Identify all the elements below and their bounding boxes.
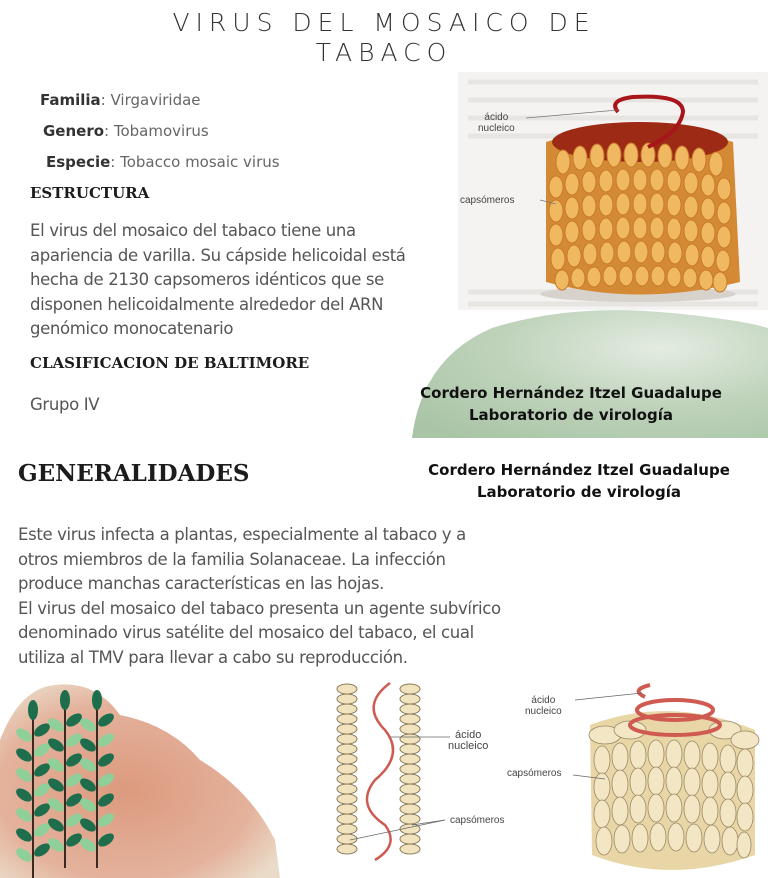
estructura-heading: ESTRUCTURA xyxy=(30,184,150,202)
author-credit-1: Cordero Hernández Itzel Guadalupe Labora… xyxy=(410,382,732,426)
generalidades-paragraph: Este virus infecta a plantas, especialme… xyxy=(18,525,501,667)
author-credit-2: Cordero Hernández Itzel Guadalupe Labora… xyxy=(418,459,740,503)
plant-watercolor-decoration xyxy=(0,680,290,878)
title-line-1: VIRUS DEL MOSAICO DE xyxy=(172,8,596,37)
tmv-structure-figure-beige: ácido nucleico capsómeros ácido nucleico… xyxy=(330,675,768,878)
tmv-capsid-figure-orange: ácido nucleico capsómeros xyxy=(458,72,768,310)
page-title: VIRUS DEL MOSAICO DE TABACO xyxy=(0,8,768,68)
estructura-paragraph: El virus del mosaico del tabaco tiene un… xyxy=(30,221,406,338)
green-watercolor-decoration xyxy=(412,308,768,438)
label-capsomeros-capsid: capsómeros xyxy=(507,768,562,779)
author-name: Cordero Hernández Itzel Guadalupe xyxy=(420,384,722,402)
label-acido-nucleico: ácido nucleico xyxy=(478,112,515,134)
label-capsomeros-rod: capsómeros xyxy=(450,815,505,826)
lab-name: Laboratorio de virología xyxy=(477,483,681,501)
label-capsomeros: capsómeros xyxy=(460,195,515,206)
capsid-illustration xyxy=(468,79,758,307)
taxonomy-familia: Familia: Virgaviridae xyxy=(40,91,201,109)
lab-name: Laboratorio de virología xyxy=(469,406,673,424)
baltimore-value: Grupo IV xyxy=(30,395,100,414)
label-acido-nucleico-capsid: ácido nucleico xyxy=(525,695,562,717)
tmv-rod-and-capsid-illustration xyxy=(336,681,760,870)
taxonomy-especie: Especie: Tobacco mosaic virus xyxy=(46,153,280,171)
baltimore-heading: CLASIFICACION DE BALTIMORE xyxy=(30,354,310,372)
generalidades-heading: GENERALIDADES xyxy=(18,460,250,487)
taxonomy-genero: Genero: Tobamovirus xyxy=(43,122,209,140)
plant-sprigs-icon xyxy=(16,689,118,878)
author-name: Cordero Hernández Itzel Guadalupe xyxy=(428,461,730,479)
title-line-2: TABACO xyxy=(315,38,453,67)
label-acido-nucleico-rod: ácido nucleico xyxy=(448,729,489,752)
